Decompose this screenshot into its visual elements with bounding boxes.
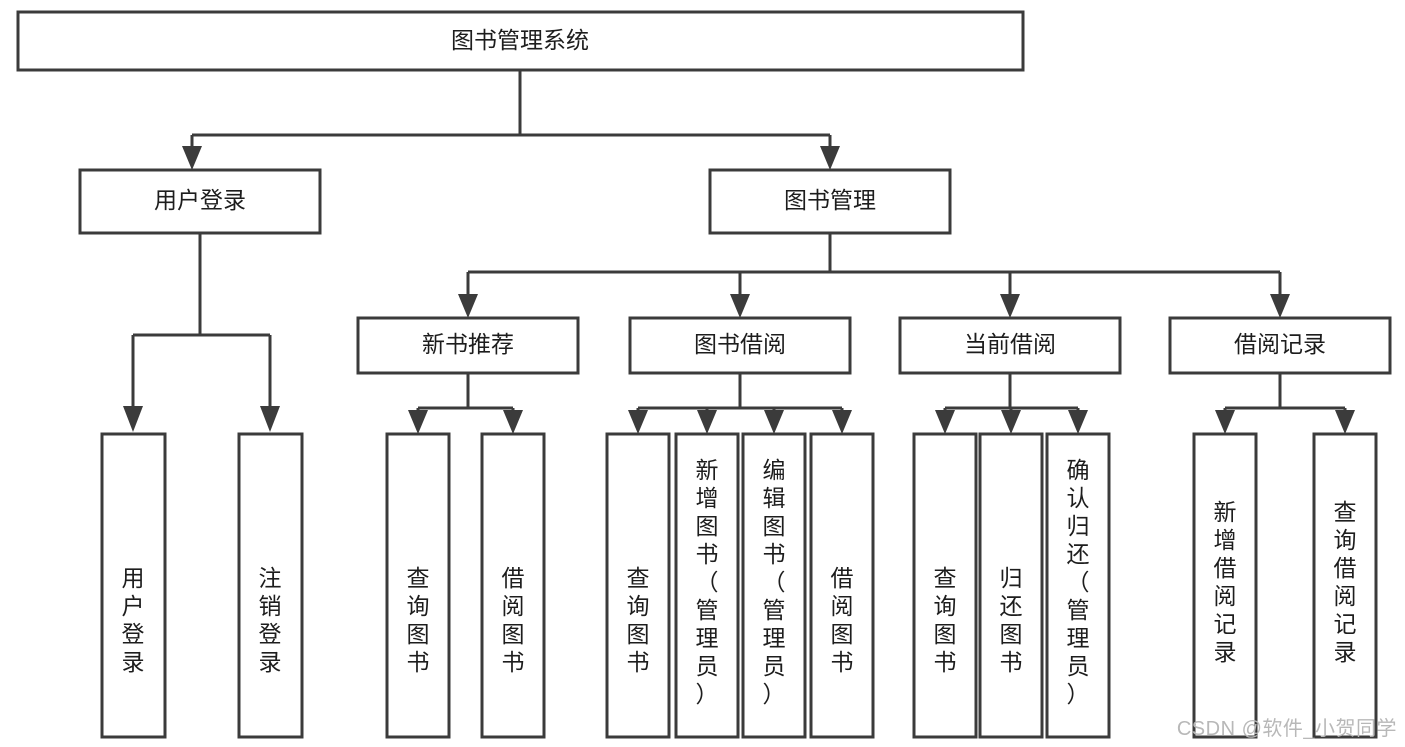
leaf-borrow-book-2-label: 借阅图书 [831, 565, 854, 675]
arrow-head-book-borrow [730, 294, 750, 318]
node-book-borrow-label: 图书借阅 [694, 331, 786, 357]
leaf-query-book-1[interactable]: 查询图书 [385, 432, 451, 739]
leaf-query-book-3-box[interactable] [912, 432, 978, 739]
arrow-head-leaf-add-book [697, 410, 717, 434]
arrow-head-leaf-user-login [123, 406, 143, 432]
leaf-borrow-book-1-box[interactable] [480, 432, 546, 739]
node-current-borrow[interactable]: 当前借阅 [898, 316, 1122, 375]
connector-layer [123, 70, 1355, 434]
leaf-add-record-box[interactable] [1192, 432, 1258, 739]
leaf-add-record[interactable]: 新增借阅记录 [1192, 432, 1258, 739]
arrow-head-leaf-query-book-1 [408, 410, 428, 434]
leaf-borrow-book-2-box[interactable] [809, 432, 875, 739]
node-book-borrow[interactable]: 图书借阅 [628, 316, 852, 375]
leaf-query-record-box[interactable] [1312, 432, 1378, 739]
arrow-head-user-login [182, 146, 202, 170]
leaf-edit-book-box[interactable] [741, 432, 807, 739]
arrow-head-current-borrow [1000, 294, 1020, 318]
leaf-query-book-3[interactable]: 查询图书 [912, 432, 978, 739]
node-borrow-record-label: 借阅记录 [1234, 331, 1326, 357]
leaf-return-book-label: 归还图书 [1000, 565, 1023, 675]
node-current-borrow-box[interactable] [898, 316, 1122, 375]
arrow-head-leaf-borrow-book-2 [832, 410, 852, 434]
leaf-query-book-1-box[interactable] [385, 432, 451, 739]
arrow-head-borrow-record [1270, 294, 1290, 318]
node-root-box[interactable] [16, 10, 1025, 72]
leaf-add-book-box[interactable] [674, 432, 740, 739]
leaf-user-logout-box[interactable] [237, 432, 304, 739]
node-book-manage[interactable]: 图书管理 [708, 168, 952, 235]
leaf-query-book-2-label: 查询图书 [627, 565, 650, 675]
leaf-edit-book-label: 编辑图书（管理员） [763, 457, 786, 707]
arrow-head-leaf-query-book-3 [935, 410, 955, 434]
leaf-confirm-return-label: 确认归还（管理员） [1067, 457, 1090, 707]
node-root[interactable]: 图书管理系统 [16, 10, 1025, 72]
node-user-login-box[interactable] [78, 168, 322, 235]
arrow-head-leaf-query-book-2 [628, 410, 648, 434]
leaf-confirm-return-box[interactable] [1045, 432, 1111, 739]
node-new-book-rec-label: 新书推荐 [422, 331, 514, 357]
node-book-borrow-box[interactable] [628, 316, 852, 375]
leaf-query-record-label: 查询借阅记录 [1334, 499, 1357, 665]
node-new-book-rec[interactable]: 新书推荐 [356, 316, 580, 375]
node-book-manage-label: 图书管理 [784, 187, 876, 213]
leaf-query-book-3-label: 查询图书 [934, 565, 957, 675]
arrow-head-leaf-user-logout [260, 406, 280, 432]
leaf-borrow-book-1[interactable]: 借阅图书 [480, 432, 546, 739]
leaf-user-login[interactable]: 用户登录 [100, 432, 167, 739]
leaf-query-record[interactable]: 查询借阅记录 [1312, 432, 1378, 739]
arrow-head-book-manage [820, 146, 840, 170]
arrow-head-leaf-confirm-return [1068, 410, 1088, 434]
leaf-query-book-2[interactable]: 查询图书 [605, 432, 671, 739]
arrow-head-leaf-edit-book [764, 410, 784, 434]
leaf-user-logout-label: 注销登录 [259, 565, 282, 675]
leaf-return-book[interactable]: 归还图书 [978, 432, 1044, 739]
arrow-head-leaf-borrow-book-1 [503, 410, 523, 434]
node-borrow-record-box[interactable] [1168, 316, 1392, 375]
node-borrow-record[interactable]: 借阅记录 [1168, 316, 1392, 375]
arrow-head-leaf-add-record [1215, 410, 1235, 434]
leaf-user-logout[interactable]: 注销登录 [237, 432, 304, 739]
node-new-book-rec-box[interactable] [356, 316, 580, 375]
leaf-borrow-book-1-label: 借阅图书 [502, 565, 525, 675]
leaf-user-login-box[interactable] [100, 432, 167, 739]
node-current-borrow-label: 当前借阅 [964, 331, 1056, 357]
leaf-add-record-label: 新增借阅记录 [1214, 499, 1237, 665]
leaf-add-book[interactable]: 新增图书（管理员） [674, 432, 740, 739]
leaf-return-book-box[interactable] [978, 432, 1044, 739]
node-root-label: 图书管理系统 [451, 27, 589, 53]
node-book-manage-box[interactable] [708, 168, 952, 235]
leaf-query-book-2-box[interactable] [605, 432, 671, 739]
leaf-borrow-book-2[interactable]: 借阅图书 [809, 432, 875, 739]
leaf-add-book-label: 新增图书（管理员） [696, 457, 719, 707]
leaf-query-book-1-label: 查询图书 [407, 565, 430, 675]
leaf-edit-book[interactable]: 编辑图书（管理员） [741, 432, 807, 739]
leaf-confirm-return[interactable]: 确认归还（管理员） [1045, 432, 1111, 739]
node-user-login-label: 用户登录 [154, 187, 246, 213]
leaf-user-login-label: 用户登录 [122, 565, 145, 675]
arrow-head-leaf-query-record [1335, 410, 1355, 434]
arrow-head-leaf-return-book [1001, 410, 1021, 434]
node-user-login[interactable]: 用户登录 [78, 168, 322, 235]
arrow-head-new-book-rec [458, 294, 478, 318]
